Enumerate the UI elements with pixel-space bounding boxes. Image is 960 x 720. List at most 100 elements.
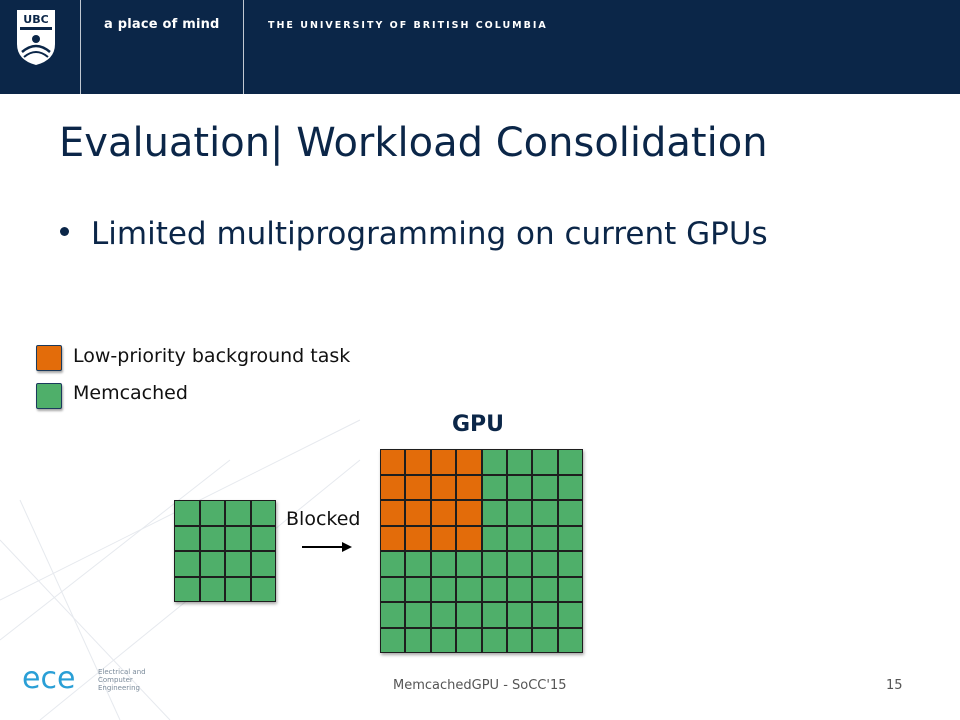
ece-logo-text: ece xyxy=(22,664,75,694)
gpu-cell xyxy=(532,449,558,475)
gpu-cell xyxy=(456,576,482,602)
memcached-cell xyxy=(174,525,200,551)
ece-logo: ece xyxy=(22,664,75,694)
gpu-cell xyxy=(405,474,431,500)
gpu-cell xyxy=(405,602,431,628)
ece-sub-line: Computer xyxy=(98,676,133,684)
gpu-cell xyxy=(405,576,431,602)
memcached-cell xyxy=(199,500,225,526)
memcached-cell xyxy=(199,551,225,577)
gpu-cell xyxy=(405,449,431,475)
gpu-cell xyxy=(430,576,457,602)
gpu-cell xyxy=(380,449,406,475)
gpu-cell xyxy=(430,627,457,653)
gpu-cell xyxy=(557,500,583,526)
gpu-cell xyxy=(430,500,457,526)
gpu-cell xyxy=(557,576,583,602)
gpu-cell xyxy=(532,551,558,577)
gpu-cell xyxy=(506,449,533,475)
ece-sub-line: Engineering xyxy=(98,684,140,692)
gpu-cell xyxy=(506,500,533,526)
gpu-grid xyxy=(380,449,583,653)
gpu-cell xyxy=(557,474,583,500)
gpu-cell xyxy=(430,551,457,577)
gpu-cell xyxy=(430,474,457,500)
gpu-cell xyxy=(380,551,406,577)
gpu-cell xyxy=(481,474,507,500)
gpu-cell xyxy=(506,551,533,577)
gpu-cell xyxy=(557,449,583,475)
memcached-cell xyxy=(174,551,200,577)
memcached-cell xyxy=(250,551,276,577)
memcached-cell xyxy=(225,551,251,577)
gpu-cell xyxy=(456,627,482,653)
gpu-cell xyxy=(456,551,482,577)
footer-text: MemcachedGPU - SoCC'15 xyxy=(393,678,567,693)
gpu-cell xyxy=(456,474,482,500)
gpu-cell xyxy=(481,449,507,475)
gpu-cell xyxy=(481,627,507,653)
gpu-cell xyxy=(430,525,457,551)
gpu-cell xyxy=(430,602,457,628)
gpu-cell xyxy=(456,525,482,551)
ubc-crest-logo: UBC xyxy=(17,10,55,65)
gpu-cell xyxy=(532,576,558,602)
gpu-cell xyxy=(532,500,558,526)
memcached-cell xyxy=(174,500,200,526)
gpu-cell xyxy=(380,627,406,653)
gpu-cell xyxy=(481,500,507,526)
gpu-cell xyxy=(557,627,583,653)
gpu-cell xyxy=(557,551,583,577)
gpu-cell xyxy=(506,525,533,551)
university-name: THE UNIVERSITY OF BRITISH COLUMBIA xyxy=(268,20,548,31)
header-tagline: a place of mind xyxy=(104,17,220,32)
gpu-cell xyxy=(532,602,558,628)
memcached-cell xyxy=(250,576,276,602)
memcached-cell xyxy=(225,500,251,526)
legend-swatch-background-task xyxy=(36,345,62,371)
gpu-cell xyxy=(405,551,431,577)
legend-swatch-memcached xyxy=(36,383,62,409)
gpu-cell xyxy=(380,525,406,551)
gpu-cell xyxy=(506,602,533,628)
gpu-cell xyxy=(481,551,507,577)
memcached-cell xyxy=(174,576,200,602)
bullet-item: Limited multiprogramming on current GPUs xyxy=(60,216,768,252)
ece-logo-subtitle: Electrical and Computer Engineering xyxy=(98,668,146,692)
ece-sub-line: Electrical and xyxy=(98,668,146,676)
bullet-text: Limited multiprogramming on current GPUs xyxy=(91,216,768,252)
ubc-logo-text: UBC xyxy=(23,13,48,26)
gpu-cell xyxy=(506,474,533,500)
gpu-cell xyxy=(405,627,431,653)
legend-label-background-task: Low-priority background task xyxy=(73,345,351,367)
gpu-cell xyxy=(506,576,533,602)
bullet-dot xyxy=(60,227,69,236)
gpu-cell xyxy=(380,474,406,500)
memcached-cell xyxy=(199,525,225,551)
memcached-cell xyxy=(250,525,276,551)
gpu-cell xyxy=(405,500,431,526)
gpu-cell xyxy=(481,602,507,628)
gpu-cell xyxy=(532,474,558,500)
gpu-cell xyxy=(506,627,533,653)
gpu-cell xyxy=(380,576,406,602)
legend-label-memcached: Memcached xyxy=(73,382,188,404)
gpu-cell xyxy=(532,627,558,653)
header-bar: UBC a place of mind THE UNIVERSITY OF BR… xyxy=(0,0,960,94)
gpu-cell xyxy=(557,525,583,551)
gpu-cell xyxy=(430,449,457,475)
gpu-cell xyxy=(481,576,507,602)
gpu-cell xyxy=(405,525,431,551)
gpu-cell xyxy=(456,449,482,475)
blocked-label: Blocked xyxy=(286,508,361,530)
gpu-cell xyxy=(380,602,406,628)
gpu-cell xyxy=(532,525,558,551)
gpu-cell xyxy=(380,500,406,526)
gpu-cell xyxy=(456,602,482,628)
memcached-cell xyxy=(199,576,225,602)
page-number: 15 xyxy=(886,678,903,693)
blocked-arrow-icon xyxy=(302,542,352,552)
memcached-cell xyxy=(225,525,251,551)
gpu-cell xyxy=(481,525,507,551)
memcached-cell xyxy=(225,576,251,602)
